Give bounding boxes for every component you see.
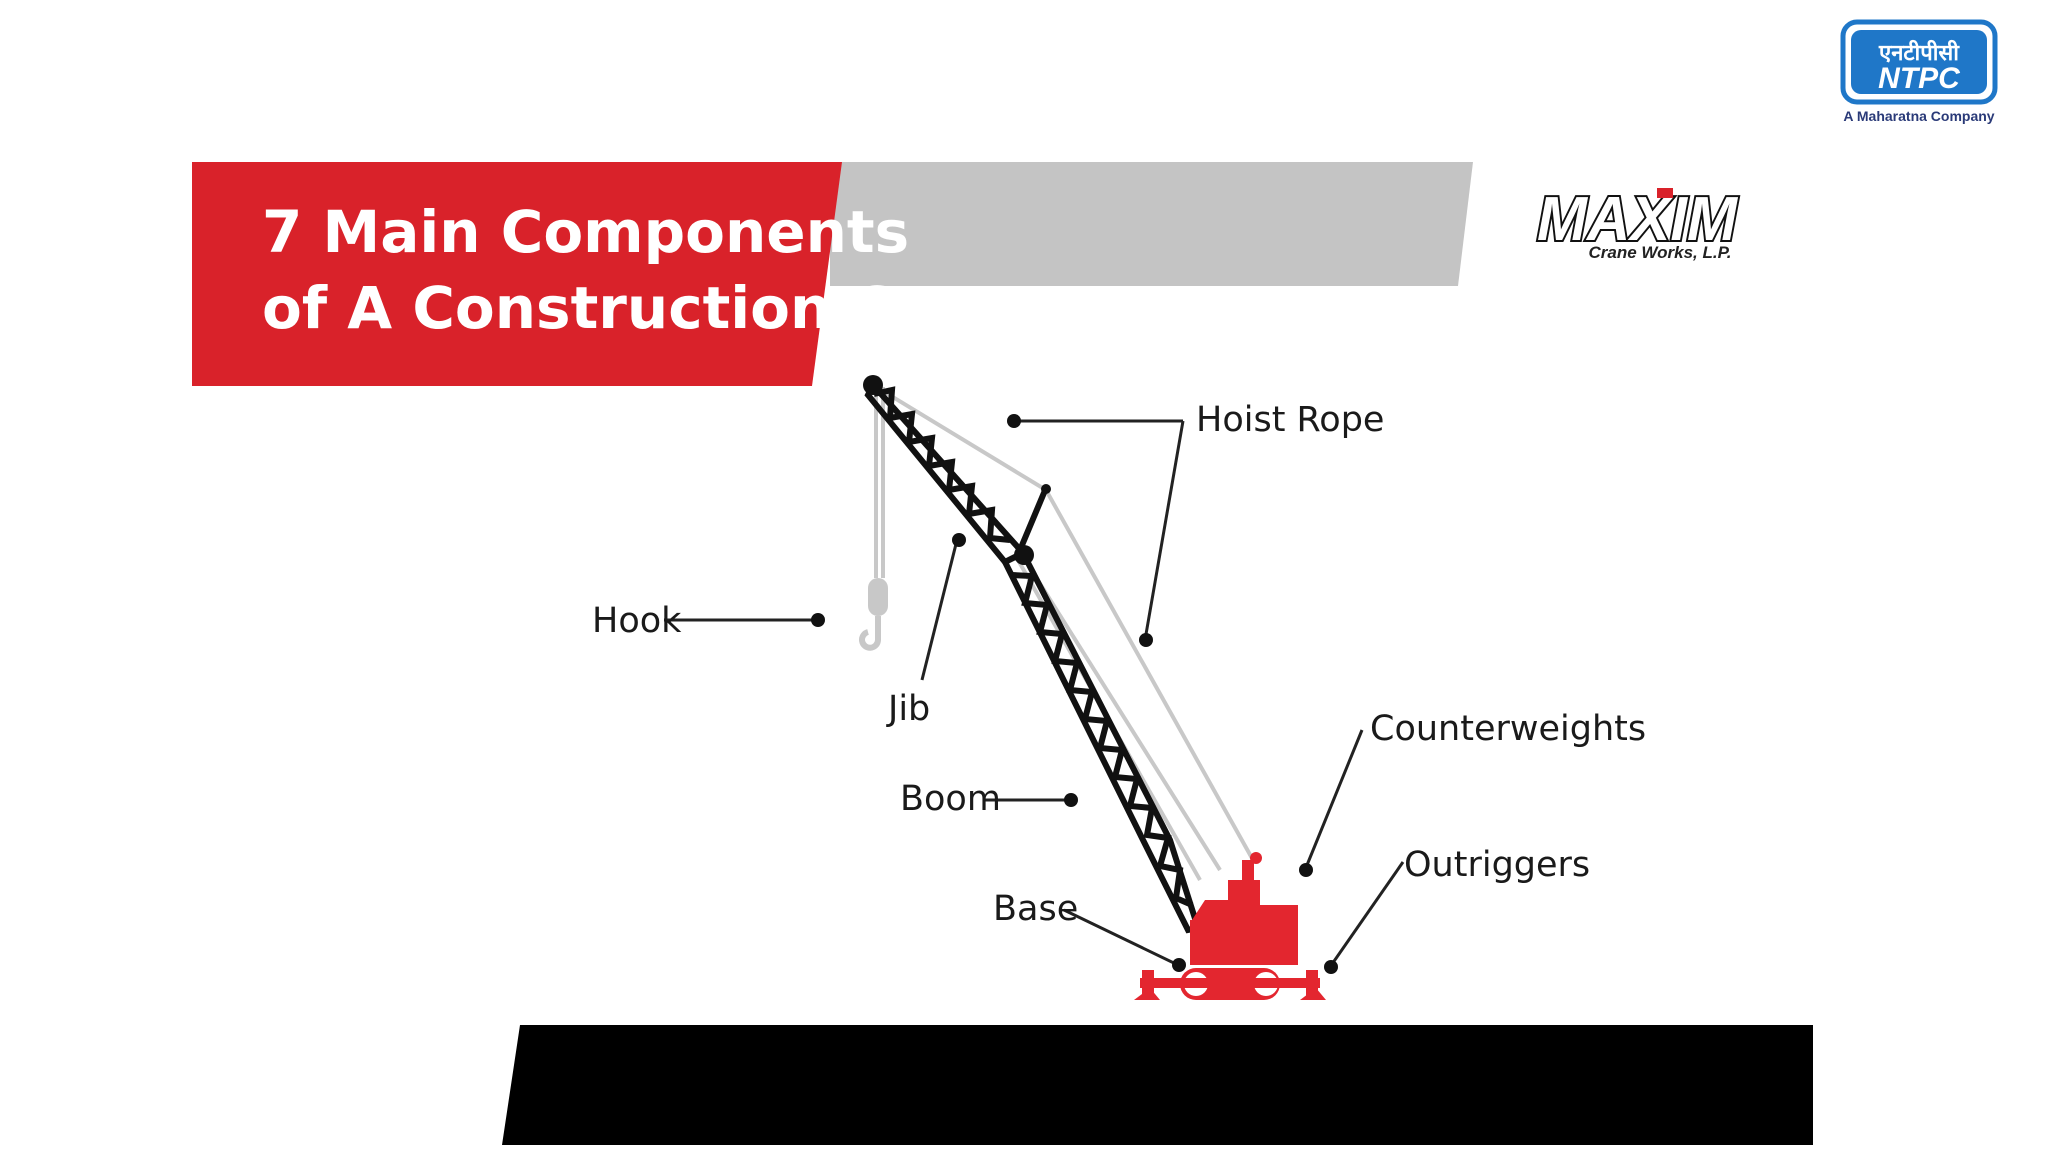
title-banner-red [192,162,842,386]
maxim-logo: MAXIM Crane Works, L.P. [1535,183,1740,262]
maxim-wordmark: MAXIM [1537,185,1738,254]
crane-base [1134,852,1326,1000]
label-boom: Boom [900,779,1001,819]
ground [502,1025,1813,1145]
title-banner-gray [830,162,1473,286]
leader-lines [664,419,1405,968]
leader-dots [811,414,1338,974]
hook [859,578,888,651]
label-jib: Jib [886,689,930,729]
jib-boom-joint [1014,545,1034,565]
boom [1000,548,1202,934]
ntpc-name: NTPC [1878,62,1961,95]
label-hoist-rope: Hoist Rope [1196,400,1384,440]
ntpc-tagline: A Maharatna Company [1843,108,1994,124]
label-base: Base [993,889,1078,929]
label-counterweights: Counterweights [1370,709,1646,749]
jib-mast [1017,486,1049,552]
ntpc-hindi: एनटीपीसी [1878,39,1960,66]
ntpc-logo: एनटीपीसी NTPC A Maharatna Company [1840,19,1998,124]
jib [864,379,1028,566]
label-hook: Hook [592,601,682,641]
label-outriggers: Outriggers [1404,845,1590,885]
maxim-subtitle: Crane Works, L.P. [1589,243,1732,262]
title-line-1: 7 Main Components [262,198,909,266]
mast-tip [1041,484,1051,494]
title-line-2: of A Construction Crane [262,274,1042,342]
jib-tip-joint [863,375,883,395]
